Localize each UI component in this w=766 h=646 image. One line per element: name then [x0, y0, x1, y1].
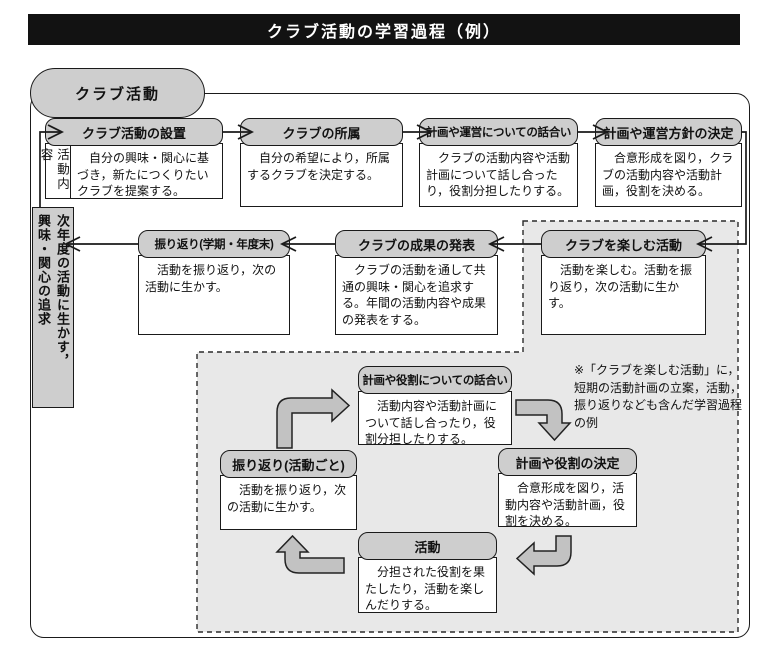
- step-desc: クラブの活動内容や活動計画について話し合ったり，役割分担したりする。: [419, 143, 578, 207]
- step-title: クラブの所属: [240, 118, 403, 146]
- step-title-text: 計画や運営についての話合い: [425, 127, 572, 139]
- step-desc: 活動を楽しむ。活動を振り返り，次の活動に生かす。: [541, 255, 706, 335]
- step-enjoy-club: クラブを楽しむ活動 活動を楽しむ。活動を振り返り，次の活動に生かす。: [541, 230, 706, 335]
- step-plan-discussion: 計画や運営についての話合い クラブの活動内容や活動計画について話し合ったり，役割…: [419, 118, 578, 207]
- step-title: クラブ活動の設置: [45, 118, 223, 146]
- feedback-label-box: 次年度の活動に生かす， 興味・関心の追求: [32, 207, 74, 408]
- step-title: 計画や運営についての話合い: [419, 118, 578, 146]
- diagram-frame: [30, 93, 750, 638]
- step-plan-decision: 計画や運営方針の決定 合意形成を図り，クラブの活動内容や活動計画，役割を決める。: [595, 118, 742, 207]
- step-title-text: クラブを楽しむ活動: [564, 237, 682, 253]
- step-desc: 自分の希望により，所属するクラブを決定する。: [240, 143, 403, 207]
- cycle-step-role-discussion: 計画や役割についての話合い 活動内容や活動計画について話し合ったり，役割分担した…: [358, 366, 512, 446]
- step-title: 振り返り(学期・年度末): [138, 230, 290, 258]
- step-title-text: 計画や運営方針の決定: [603, 125, 734, 141]
- step-title-text: 振り返り(学期・年度末): [154, 239, 274, 251]
- step-desc: 活動内容や活動計画について話し合ったり，役割分担したりする。: [358, 391, 512, 446]
- step-club-affiliation: クラブの所属 自分の希望により，所属するクラブを決定する。: [240, 118, 403, 207]
- title-banner: クラブ活動の学習過程（例）: [28, 14, 740, 45]
- step-title: 計画や役割の決定: [498, 448, 637, 476]
- step-desc: 合意形成を図り，活動内容や活動計画，役割を決める。: [498, 473, 637, 528]
- step-desc: 合意形成を図り，クラブの活動内容や活動計画，役割を決める。: [595, 143, 742, 207]
- step-desc: 活動を振り返り，次の活動に生かす。: [220, 475, 357, 530]
- step-reflection-term: 振り返り(学期・年度末) 活動を振り返り，次の活動に生かす。: [138, 230, 290, 335]
- step-title: 計画や役割についての話合い: [358, 366, 512, 394]
- cycle-step-reflection-activity: 振り返り(活動ごと) 活動を振り返り，次の活動に生かす。: [220, 450, 357, 530]
- step-results-presentation: クラブの成果の発表 クラブの活動を通して共通の興味・関心を追求する。年間の活動内…: [335, 230, 498, 335]
- step-title: クラブの成果の発表: [335, 230, 498, 258]
- cycle-step-role-decision: 計画や役割の決定 合意形成を図り，活動内容や活動計画，役割を決める。: [498, 448, 637, 528]
- step-title-text: クラブの所属: [282, 125, 361, 141]
- feedback-label-line1: 次年度の活動に生かす，: [55, 214, 70, 368]
- cycle-note-text: ※「クラブを楽しむ活動」に，短期の活動計画の立案，活動，振り返りなども含んだ学習…: [574, 363, 743, 430]
- step-desc: 活動を振り返り，次の活動に生かす。: [138, 255, 290, 335]
- step-title: 振り返り(活動ごと): [220, 450, 357, 478]
- step-title: クラブを楽しむ活動: [541, 230, 706, 258]
- page-title: クラブ活動の学習過程（例）: [266, 23, 501, 41]
- step-title-text: クラブの成果の発表: [357, 237, 475, 253]
- step-title-text: 計画や役割についての話合い: [362, 375, 508, 387]
- step-title-text: 計画や役割の決定: [515, 455, 620, 471]
- frame-label: クラブ活動: [74, 85, 160, 103]
- step-desc: クラブの活動を通して共通の興味・関心を追求する。年間の活動内容や成果の発表をする…: [335, 255, 498, 335]
- step-title-text: 活動: [414, 539, 441, 555]
- step-desc-box: 活動内容 自分の興味・関心に基づき，新たにつくりたいクラブを提案する。: [39, 143, 223, 199]
- step-club-setup: クラブ活動の設置 活動内容 自分の興味・関心に基づき，新たにつくりたいクラブを提…: [39, 118, 223, 199]
- step-desc: 自分の興味・関心に基づき，新たにつくりたいクラブを提案する。: [77, 151, 210, 198]
- cycle-step-activity: 活動 分担された役割を果たしたり，活動を楽しんだりする。: [358, 532, 497, 613]
- step-title-text: 振り返り(活動ごと): [232, 457, 345, 473]
- step-desc: 分担された役割を果たしたり，活動を楽しんだりする。: [358, 557, 497, 613]
- step-title-text: クラブ活動の設置: [81, 125, 186, 141]
- cycle-note: ※「クラブを楽しむ活動」に，短期の活動計画の立案，活動，振り返りなども含んだ学習…: [574, 362, 742, 432]
- step-title: 計画や運営方針の決定: [595, 118, 742, 146]
- frame-label-pill: クラブ活動: [30, 68, 205, 118]
- step-title: 活動: [358, 532, 497, 560]
- feedback-label-line2: 興味・関心の追求: [36, 214, 51, 326]
- activity-content-side-label: 活動内容: [39, 144, 71, 198]
